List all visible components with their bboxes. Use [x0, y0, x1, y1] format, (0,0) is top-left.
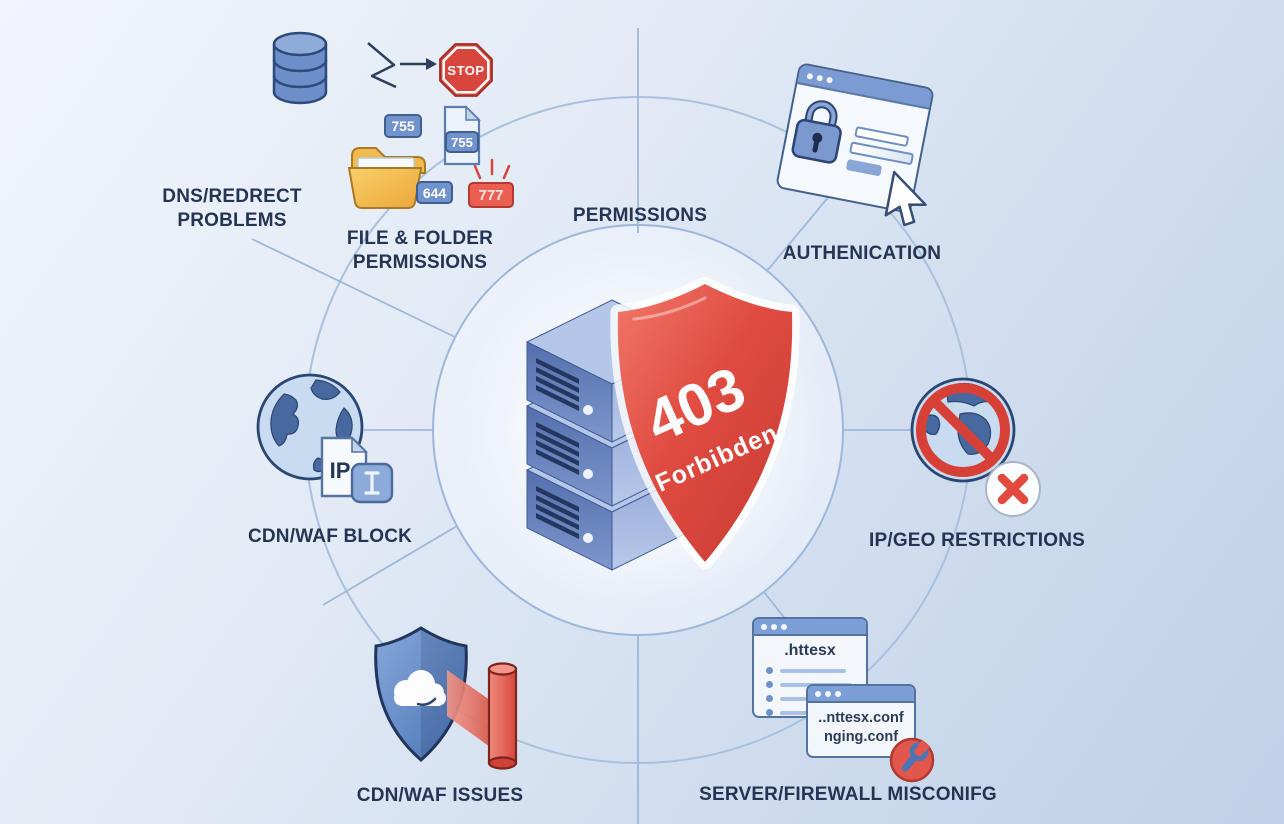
- label-ip-geo-restrictions: IP/GEO RESTRICTIONS: [869, 530, 1085, 551]
- config-file-line-1: ..nttesx.conf: [818, 710, 904, 726]
- permission-badge-755-file: 755: [445, 131, 479, 153]
- stop-sign-icon: STOP: [439, 43, 493, 97]
- broken-connection-arrow-icon: [367, 42, 437, 89]
- label-authentication: AUTHENICATION: [782, 243, 942, 264]
- label-server-firewall-misconfig: SERVER/FIREWALL MISCONIFG: [699, 784, 997, 805]
- alert-rays-icon: [473, 158, 511, 180]
- center-403-illustration: 403 Forbibden: [525, 276, 800, 571]
- cdn-shield-icon: [374, 626, 518, 770]
- svg-text:STOP: STOP: [447, 63, 484, 78]
- config-window-titlebar: [754, 619, 866, 636]
- database-icon: [272, 31, 328, 105]
- text-cursor-badge-icon: [350, 462, 394, 504]
- svg-text:IP: IP: [330, 458, 351, 483]
- config-file-title: .httesx: [784, 642, 836, 659]
- folder-icon: [347, 147, 426, 209]
- auth-browser-icon: [775, 62, 935, 227]
- globe-ip-icon: IP: [256, 373, 394, 504]
- permission-badge-644: 644: [416, 181, 453, 204]
- error-x-icon: [985, 461, 1041, 517]
- label-cdn-waf-issues: CDN/WAF ISSUES: [356, 785, 524, 806]
- shield-403-icon: 403 Forbibden: [610, 276, 800, 570]
- config-window-titlebar: [808, 686, 914, 703]
- login-button-bar: [845, 159, 883, 177]
- permission-badge-755-folder: 755: [384, 114, 422, 138]
- lock-icon: [791, 100, 842, 164]
- globe-continents: [270, 379, 353, 473]
- label-permissions: PERMISSIONS: [572, 205, 708, 226]
- config-file-line-2: nging.conf: [823, 729, 899, 745]
- label-cdn-waf-block: CDN/WAF BLOCK: [247, 526, 413, 547]
- cursor-icon: [884, 170, 927, 227]
- globe-blocked-icon: [910, 377, 1041, 517]
- permission-badge-777: 777: [468, 182, 514, 208]
- block-beam: [447, 670, 497, 752]
- label-dns-redirect: DNS/REDRECT PROBLEMS: [162, 186, 302, 231]
- label-file-folder-permissions: FILE & FOLDER PERMISSIONS: [346, 228, 494, 273]
- wrench-badge-icon: [889, 737, 935, 783]
- prohibition-icon: [916, 383, 1010, 477]
- barrier-cylinder-icon: [487, 662, 518, 770]
